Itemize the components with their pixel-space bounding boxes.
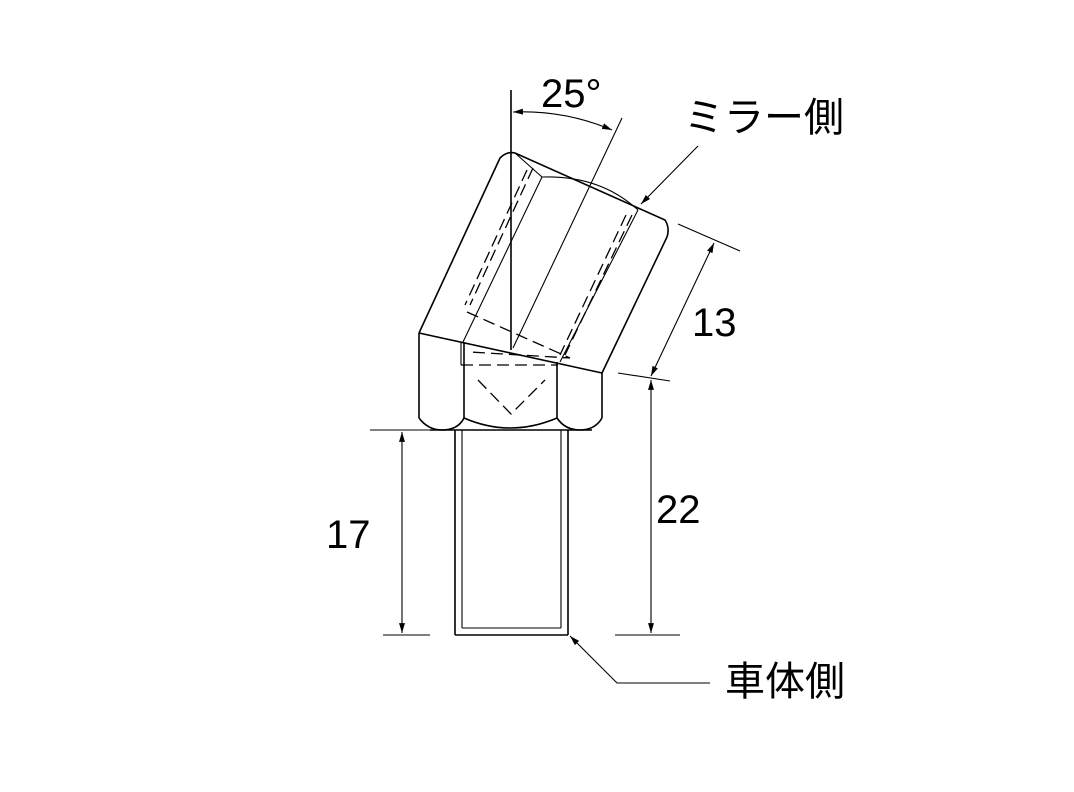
mirror-side-label: ミラー側 — [684, 96, 844, 140]
threaded-shank — [454, 430, 569, 636]
upper-hex-body — [418, 117, 669, 374]
dimension-22 — [615, 380, 680, 636]
total-height-label: 22 — [656, 488, 701, 532]
thread-length-label: 17 — [326, 513, 371, 557]
dimension-25-degree — [512, 108, 613, 131]
lower-hex-nut — [418, 333, 603, 431]
upper-length-label: 13 — [692, 301, 737, 345]
angle-label: 25° — [541, 72, 602, 116]
dimension-13 — [617, 223, 741, 382]
leaders — [569, 145, 710, 684]
dimension-17 — [370, 429, 440, 636]
body-side-label: 車体側 — [725, 660, 845, 704]
